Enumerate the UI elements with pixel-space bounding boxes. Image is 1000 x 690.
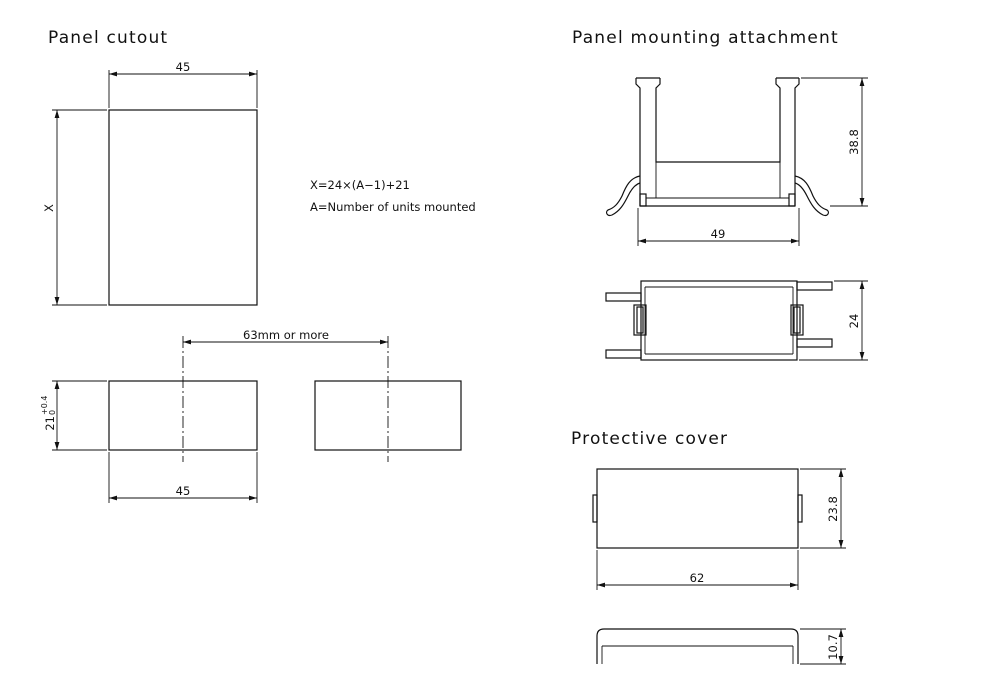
mounting-height-dimension: 38.8 (801, 77, 868, 207)
mounting-width-label: 49 (711, 227, 726, 241)
cover-title: Protective cover (571, 429, 728, 449)
cover-thickness-dimension: 10.7 (800, 628, 846, 665)
mounting-title: Panel mounting attachment (572, 28, 839, 48)
mounting-front-view (606, 77, 829, 217)
cover-side-view (596, 628, 799, 664)
mounting-depth-label: 24 (847, 314, 861, 329)
cover-height-label: 23.8 (826, 496, 840, 522)
cover-height-dimension: 23.8 (800, 468, 846, 549)
spacing-dimension: 63mm or more (183, 328, 388, 345)
cutout-width-dimension: 45 (108, 60, 258, 108)
mounting-top-view (605, 280, 833, 361)
cutout-pair-height-dimension: 21 +0.4 0 (40, 380, 107, 451)
bottom-width-label: 45 (176, 484, 191, 498)
cutout-formula-note: A=Number of units mounted (310, 200, 476, 214)
pair-height-label: 21 (43, 416, 57, 431)
cutout-width-label: 45 (176, 60, 191, 74)
cutout-rectangle (108, 109, 258, 306)
cutout-pair (108, 336, 462, 462)
pair-height-tol-lower: 0 (48, 410, 57, 415)
cutout-height-label: X (42, 204, 56, 212)
mounting-depth-dimension: 24 (799, 280, 868, 361)
spacing-label: 63mm or more (243, 328, 329, 342)
panel-cutout-title: Panel cutout (48, 28, 168, 48)
mounting-height-label: 38.8 (847, 129, 861, 155)
cover-width-dimension: 62 (596, 550, 799, 590)
cover-front-view (592, 468, 803, 549)
cutout-height-dimension: X (42, 109, 107, 306)
pair-height-tol-upper: +0.4 (40, 396, 49, 415)
mounting-width-dimension: 49 (637, 208, 800, 246)
cutout-formula: X=24×(A−1)+21 (310, 178, 410, 192)
bottom-width-dimension: 45 (108, 452, 258, 503)
cover-width-label: 62 (690, 571, 705, 585)
cover-thickness-label: 10.7 (826, 634, 840, 660)
